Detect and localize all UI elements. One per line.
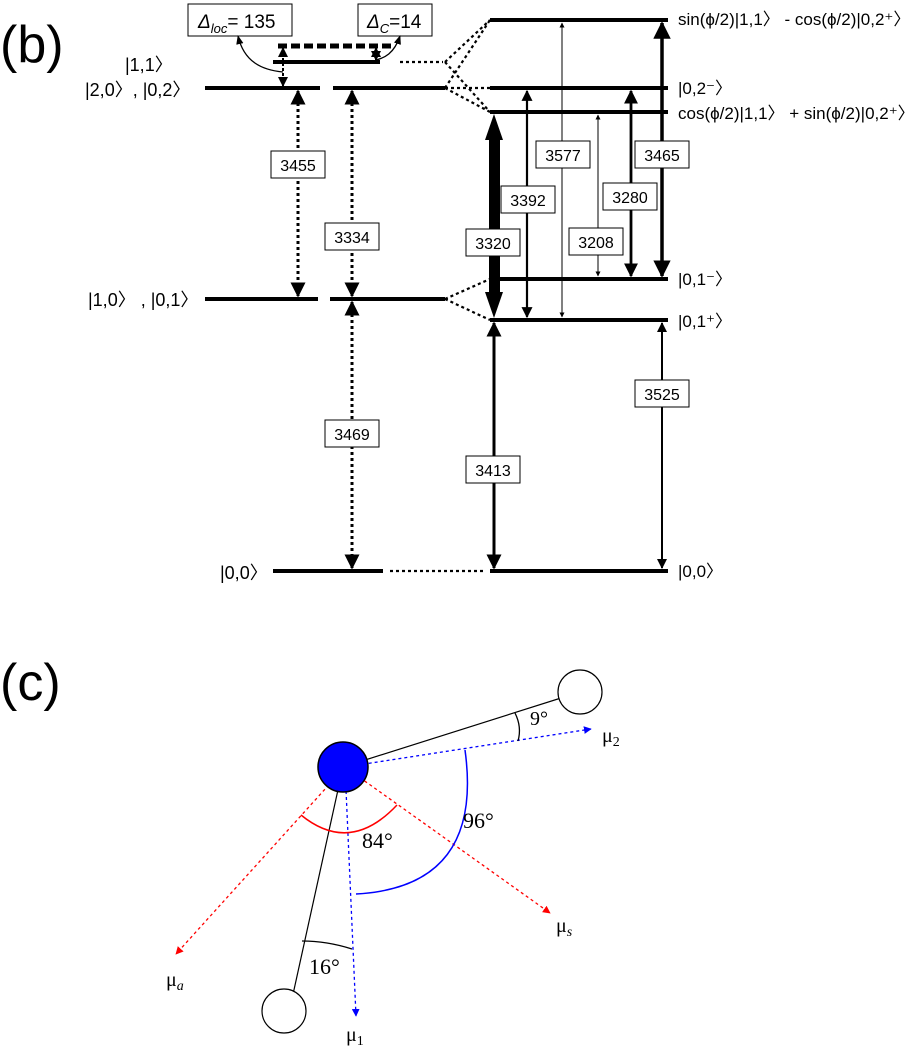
arc-16: [301, 940, 353, 950]
panel-b-label: (b): [0, 16, 64, 74]
value-3469: 3469: [334, 427, 370, 444]
delta-loc-box: Δloc= 135: [187, 3, 293, 37]
arc-96: [355, 749, 469, 895]
label-mix-right: cos(ϕ/2)|1,1〉 + sin(ϕ/2)|0,2⁺〉: [678, 104, 915, 123]
value-3334: 3334: [334, 230, 370, 247]
delta-c-symbol: Δ: [366, 12, 380, 33]
mus-label: μs: [556, 915, 573, 940]
label-01p-right: |0,1⁺〉: [678, 312, 732, 331]
central-atom: [317, 741, 369, 793]
panel-b: (b) Δloc= 135 ΔC=14 |1,1〉 |2,0: [0, 3, 915, 583]
angle-9-label: 9°: [530, 708, 548, 730]
value-3525: 3525: [644, 387, 680, 404]
svg-text:ΔC=14: ΔC=14: [366, 12, 422, 36]
svg-text:Δloc= 135: Δloc= 135: [197, 12, 275, 36]
delta-c-sub: C: [380, 21, 390, 36]
arc-84: [300, 804, 398, 834]
delta-loc-sub: loc: [211, 21, 228, 36]
label-00-left: |0,0〉: [220, 563, 268, 583]
label-top-right: sin(ϕ/2)|1,1〉 - cos(ϕ/2)|0,2⁺〉: [678, 10, 910, 29]
label-02m-right: |0,2⁻〉: [678, 79, 732, 98]
angle-84-label: 84°: [362, 828, 393, 853]
arc-9: [514, 712, 521, 742]
value-3392: 3392: [510, 193, 546, 210]
delta-loc-symbol: Δ: [197, 12, 211, 33]
value-3455: 3455: [280, 158, 316, 175]
panel-c-label: (c): [0, 654, 61, 712]
value-3280: 3280: [612, 190, 648, 207]
bond-upper: [342, 691, 581, 768]
delta-c-value: =14: [389, 12, 422, 33]
mu2-vector: [344, 726, 592, 768]
delta-loc-pointer: [236, 35, 284, 73]
label-11: |1,1〉: [125, 55, 173, 75]
bond-lower: [289, 766, 344, 1009]
label-00-right: |0,0〉: [678, 562, 723, 581]
mu2-label: μ2: [602, 725, 620, 750]
mua-label: μa: [166, 969, 184, 994]
panel-c: (c) 9° 96° 84° 16° μ2 μs μa μ1: [0, 654, 620, 1049]
mu1-vector: [344, 766, 360, 1017]
value-3577: 3577: [545, 148, 581, 165]
label-10-01: |1,0〉 , |0,1〉: [88, 290, 198, 310]
arrow-3320: [485, 114, 503, 318]
mua-vector: [175, 766, 346, 955]
label-20-02: |2,0〉, |0,2〉: [85, 80, 190, 100]
correlation-lines: [390, 19, 491, 573]
value-3413: 3413: [475, 463, 511, 480]
value-3208: 3208: [578, 235, 614, 252]
mu1-label: μ1: [346, 1024, 364, 1049]
value-3320: 3320: [475, 236, 511, 253]
delta-c-box: ΔC=14: [357, 3, 433, 37]
atom-lower: [261, 988, 307, 1034]
angle-16-label: 16°: [309, 954, 340, 979]
label-01m-right: |0,1⁻〉: [678, 270, 732, 289]
value-3465: 3465: [644, 148, 680, 165]
atom-upper: [557, 669, 603, 715]
angle-96-label: 96°: [463, 808, 494, 833]
delta-loc-value: = 135: [227, 12, 275, 33]
